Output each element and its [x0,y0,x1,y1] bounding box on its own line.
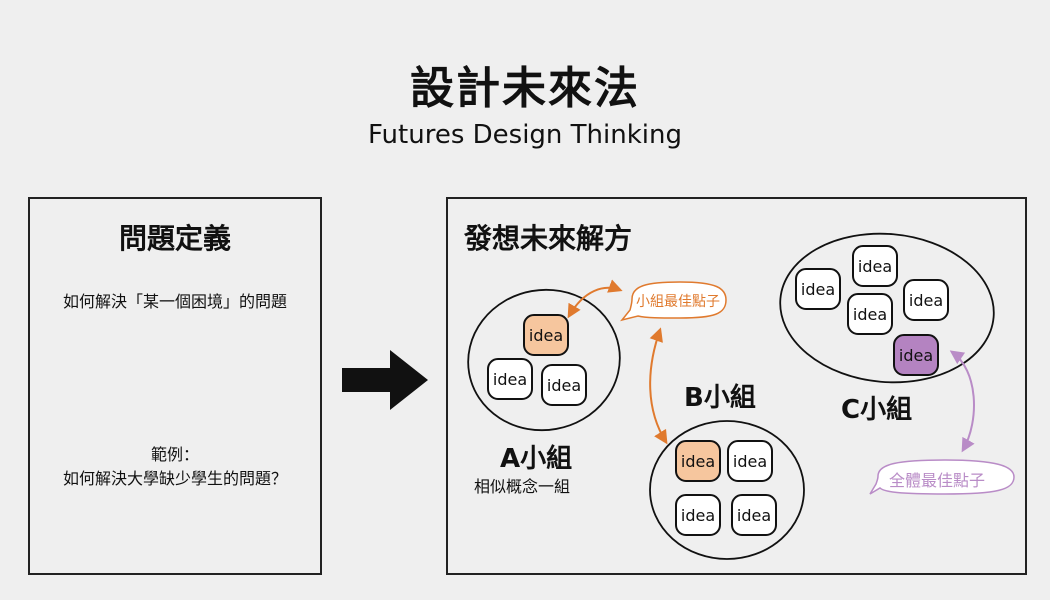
overall-best-connector [949,350,975,453]
group-c-idea: idea [795,268,841,310]
group-a-label: A小組 [500,444,573,474]
group-a-idea: idea [487,358,533,400]
example-text: 如何解決大學缺少學生的問題？ [62,469,287,488]
group-c-best-idea: idea [893,334,939,376]
group-a-idea: idea [541,364,587,406]
group-c-idea: idea [903,279,949,321]
page-subtitle: Futures Design Thinking [368,120,682,150]
group-c-idea: idea [852,245,898,287]
group-b-idea: idea [727,440,773,482]
group-best-bubble [620,281,727,322]
group-a-subtitle: 相似概念一組 [474,477,571,496]
overall-best-bubble [869,459,1015,495]
group-b-ellipse [649,420,805,560]
group-b-best-connector [649,327,668,445]
group-c-idea: idea [847,293,893,335]
group-a-best-idea: idea [523,314,569,356]
group-c-label: C小組 [841,395,913,425]
group-a-best-connector [567,279,623,319]
problem-question: 如何解決「某一個困境」的問題 [62,292,287,311]
ideation-box-title: 發想未來解方 [464,222,633,255]
group-b-idea: idea [731,494,777,536]
example-label: 範例： [150,445,199,464]
problem-definition-box: 問題定義 如何解決「某一個困境」的問題 範例： 如何解決大學缺少學生的問題？ [28,197,322,575]
group-b-idea: idea [675,494,721,536]
page-title: 設計未來法 [410,63,640,114]
flow-arrow-icon [342,350,428,410]
overall-best-label: 全體最佳點子 [889,471,986,490]
group-b-best-idea: idea [675,440,721,482]
group-c-ellipse [779,232,995,384]
group-b-label: B小組 [684,383,756,413]
group-a-ellipse [467,288,621,432]
group-best-label: 小組最佳點子 [636,294,720,310]
problem-box-title: 問題定義 [118,222,231,255]
